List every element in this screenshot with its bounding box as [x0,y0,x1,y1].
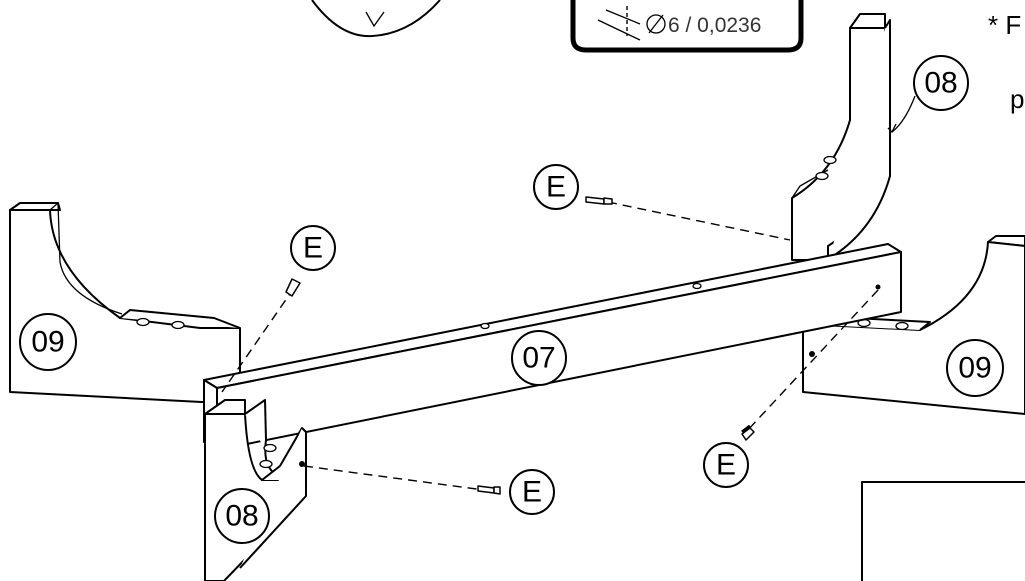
label-08-top: 08 [924,67,957,100]
label-e-bottom: E [522,476,542,509]
label-08-bottom: 08 [225,500,258,533]
note-line-2: p [1010,84,1024,114]
callout-e-top: E [533,164,579,210]
label-e-right: E [716,449,736,482]
drill-spec-text: 6 / 0,0236 [668,14,761,37]
label-07-beam: 07 [522,342,555,375]
note-line-1: * F [988,10,1021,40]
screw-e-left [285,278,301,297]
detail-circle-fragment [311,0,441,38]
callout-08-bottom: 08 [214,488,270,544]
drill-spec-box: 6 / 0,0236 [570,0,804,53]
part-08-back-leg [791,13,891,261]
callout-09-right: 09 [946,339,1004,397]
label-09-right: 09 [958,352,991,385]
detail-box-fragment [861,481,1025,581]
detail-circle-arrow [365,11,385,28]
screw-e-top [585,196,613,205]
callout-e-bottom: E [509,469,555,515]
screw-e-right [741,424,755,441]
screw-e-bottom [477,485,501,495]
callout-08-top: 08 [913,55,969,111]
label-e-top: E [546,171,566,204]
leader-08-top [891,95,916,133]
callout-07-beam: 07 [511,330,567,386]
callout-e-left: E [290,225,336,271]
label-e-left: E [303,232,323,265]
part-09-left-foot [9,201,241,405]
label-09-left: 09 [31,326,64,359]
callout-e-right: E [703,442,749,488]
callout-09-left: 09 [19,313,77,371]
